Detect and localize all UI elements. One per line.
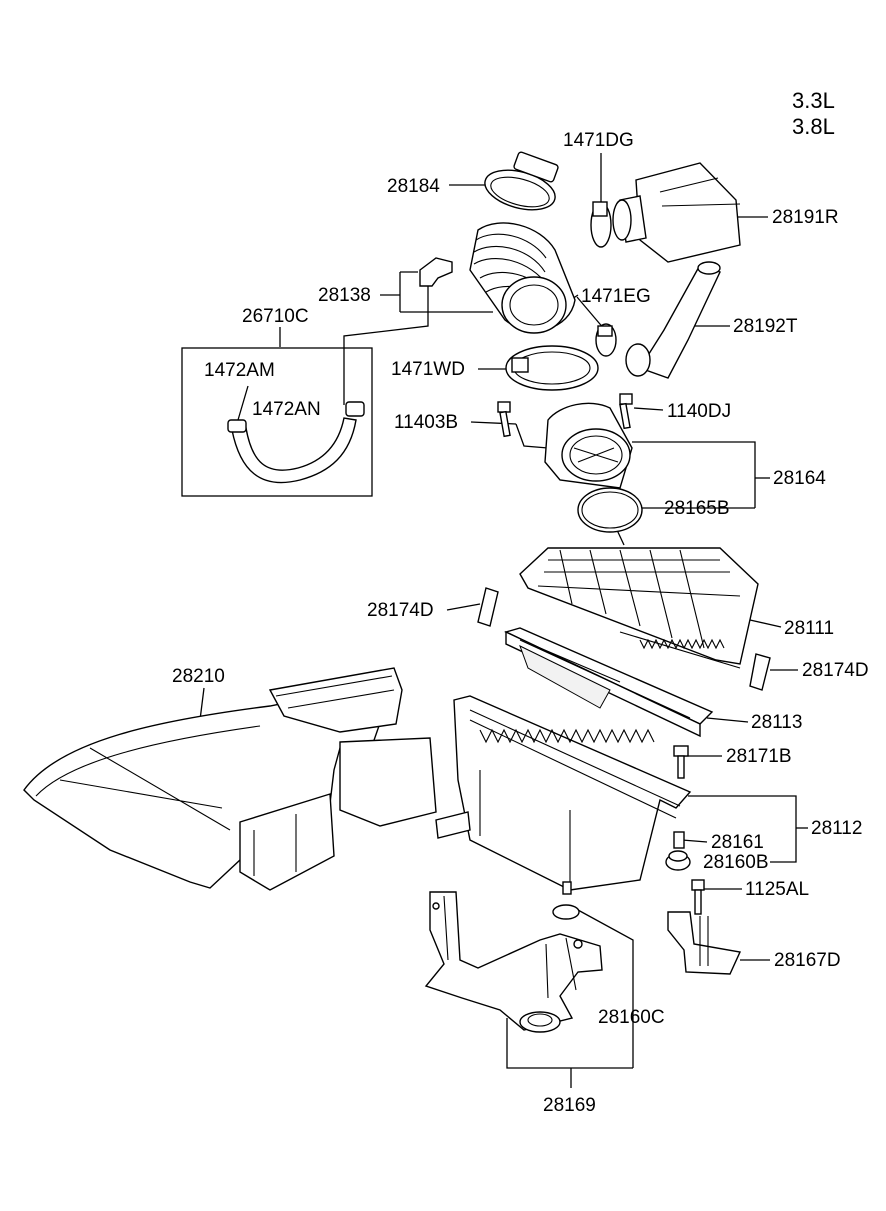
breather-hose-group-box — [181, 347, 373, 497]
label-28191R: 28191R — [772, 207, 839, 228]
label-28138: 28138 — [318, 285, 371, 306]
label-1471DG: 1471DG — [563, 130, 634, 151]
air-cleaner-cover-28111 — [519, 547, 759, 669]
label-28184: 28184 — [387, 176, 440, 197]
bracket-28167D — [667, 911, 742, 975]
label-28174D-left: 28174D — [367, 600, 434, 621]
label-1472AN: 1472AN — [252, 399, 321, 420]
label-28167D: 28167D — [774, 950, 841, 971]
label-28169: 28169 — [543, 1095, 596, 1116]
label-1125AL: 1125AL — [745, 879, 810, 900]
breather-hose — [227, 401, 365, 484]
bolt-1125AL — [691, 879, 705, 915]
label-11403B: 11403B — [394, 412, 459, 433]
breather-tube-28192T — [625, 261, 721, 379]
label-28160B: 28160B — [703, 852, 769, 873]
label-28164: 28164 — [773, 468, 826, 489]
engine-spec-38l: 3.8L — [792, 114, 835, 139]
resonator-duct-28210 — [23, 667, 437, 891]
label-28161: 28161 — [711, 832, 764, 853]
label-28160C: 28160C — [598, 1007, 665, 1028]
hose-clamp-28184 — [484, 151, 559, 211]
label-28113: 28113 — [751, 712, 803, 733]
collar-28161 — [673, 831, 685, 849]
engine-spec-33l: 3.3L — [792, 88, 835, 113]
air-flow-sensor-28164 — [544, 402, 633, 489]
clip-28174D-right — [749, 653, 771, 691]
label-28112: 28112 — [811, 818, 863, 839]
label-28210: 28210 — [172, 666, 225, 687]
air-cleaner-body-28112 — [435, 695, 692, 895]
intake-duct-28191R — [612, 162, 741, 263]
label-1471EG: 1471EG — [581, 286, 651, 307]
label-28192T: 28192T — [733, 316, 798, 337]
grommet-28160C — [552, 904, 580, 920]
label-26710C: 26710C — [242, 306, 309, 327]
label-1140DJ: 1140DJ — [667, 401, 732, 422]
clamp-1471EG — [595, 323, 617, 357]
label-28111: 28111 — [784, 618, 835, 639]
air-hose-28138 — [419, 222, 576, 334]
label-28171B: 28171B — [726, 746, 792, 767]
clamp-1471DG — [590, 201, 612, 248]
leader-lines — [199, 153, 808, 1088]
label-1471WD: 1471WD — [391, 359, 465, 380]
bolt-28171B — [673, 745, 689, 779]
grommet-28160B — [665, 850, 691, 871]
label-28174D-right: 28174D — [802, 660, 869, 681]
bolt-1140DJ — [619, 393, 633, 430]
air-filter-28113 — [504, 627, 714, 738]
clamp-1471WD — [505, 345, 599, 391]
gasket-28165B — [577, 487, 643, 533]
mounting-bracket-28169 — [424, 891, 603, 1033]
clip-28174D-left — [477, 587, 499, 627]
label-28165B: 28165B — [664, 498, 730, 519]
bolt-11403B — [497, 401, 511, 438]
label-1472AM: 1472AM — [204, 360, 275, 381]
